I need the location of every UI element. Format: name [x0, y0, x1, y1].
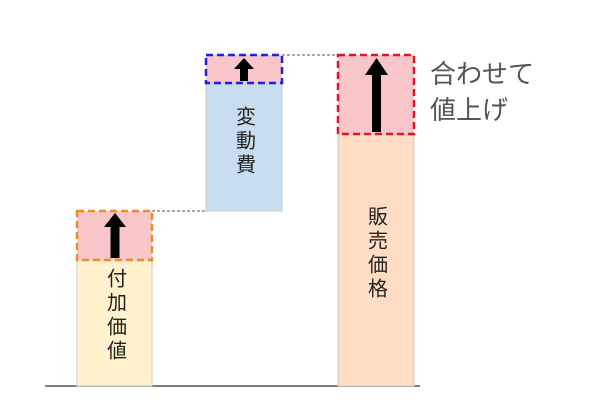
- selling-price-bar: [337, 133, 415, 387]
- variable-cost-bar: [205, 82, 283, 212]
- selling-price-label: 販売価格: [363, 206, 389, 302]
- added-value-bar: [76, 259, 153, 387]
- variable-cost-label-text: 変動費: [232, 106, 257, 178]
- note-line-2: 値上げ: [430, 96, 509, 126]
- note-line-1: 合わせて: [430, 60, 535, 90]
- up-arrow-icon: [365, 58, 388, 132]
- selling-price-label-text: 販売価格: [364, 206, 389, 302]
- added-value-label: 付加価値: [102, 268, 128, 364]
- up-arrow-icon: [234, 58, 254, 81]
- up-arrow-icon: [104, 213, 126, 258]
- added-value-label-text: 付加価値: [103, 268, 128, 364]
- variable-cost-label: 変動費: [231, 106, 257, 178]
- price-increase-note: 合わせて 値上げ: [430, 57, 534, 129]
